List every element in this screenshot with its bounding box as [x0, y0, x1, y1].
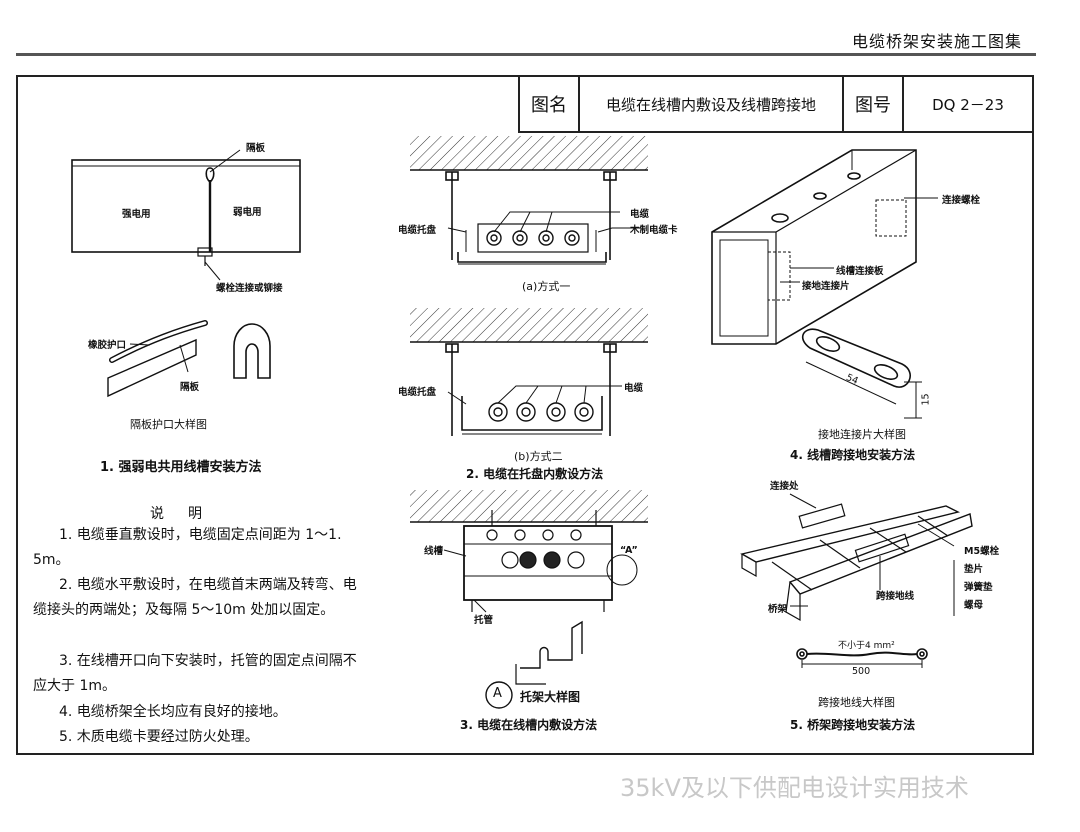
label-strong-current: 强电用: [122, 209, 151, 220]
fig4-ground-plate-detail: [801, 328, 922, 419]
title-block: 图名 电缆在线槽内敷设及线槽跨接地 图号 DQ 2－23: [518, 77, 1034, 133]
fig2-sub-a: (a)方式一: [522, 280, 571, 293]
note-3: 3. 在线槽开口向下安装时，托管的固定点间隔不应大于 1m。: [33, 653, 357, 694]
fig4-detail-caption: 接地连接片大样图: [818, 428, 906, 441]
label-cable-b: 电缆: [624, 383, 644, 394]
drawing-frame: [16, 75, 1034, 755]
fig2a-tray: [410, 136, 648, 265]
fig3-detail-caption: 托架大样图: [520, 690, 581, 704]
label-support-pipe: 托管: [474, 615, 494, 626]
label-washer: 垫片: [964, 564, 984, 575]
note-5: 5. 木质电缆卡要经过防火处理。: [59, 729, 259, 745]
label-detail-a-mark: “A”: [620, 545, 638, 556]
label-joint: 连接处: [770, 481, 799, 492]
drawing-number: DQ 2－23: [932, 95, 1004, 114]
fig3-trough: [410, 490, 648, 709]
fig4-trough-joint: [711, 149, 938, 345]
label-nut: 螺母: [964, 600, 984, 611]
fig2b-tray: [410, 308, 648, 436]
fig2-sub-b: (b)方式二: [514, 450, 563, 463]
fig5-caption: 5. 桥架跨接地安装方法: [790, 718, 916, 732]
notes-title: 说明: [150, 506, 226, 522]
fig5-jumper-detail: [796, 648, 928, 668]
fig3-caption: 3. 电缆在线槽内敷设方法: [460, 718, 598, 732]
label-spring-washer: 弹簧垫: [964, 582, 993, 593]
fig1-trough-section: [71, 149, 301, 281]
fig1-caption: 1. 强弱电共用线槽安装方法: [100, 460, 262, 475]
label-m5-bolt: M5螺栓: [964, 546, 1000, 557]
drawing-name: 电缆在线槽内敷设及线槽跨接地: [580, 77, 844, 131]
fig5-detail-caption: 跨接地线大样图: [818, 696, 895, 709]
title-name-label: 图名: [520, 77, 580, 131]
label-trough-connector-plate: 线槽连接板: [836, 266, 884, 277]
fig1-detail-caption: 隔板护口大样图: [130, 418, 207, 431]
label-bridge-tray: 桥架: [768, 604, 788, 615]
dim-wire-length: 500: [852, 666, 871, 677]
label-ground-plate: 接地连接片: [802, 281, 850, 292]
fig5-ladder-tray: [740, 493, 973, 622]
label-wood-clamp: 木制电缆卡: [630, 225, 678, 236]
fig1-guard-detail: [107, 320, 271, 398]
label-weak-current: 弱电用: [233, 207, 262, 218]
fig2-caption: 2. 电缆在托盘内敷设方法: [466, 467, 604, 481]
note-4: 4. 电缆桥架全长均应有良好的接地。: [59, 704, 287, 720]
label-cable-a: 电缆: [630, 209, 650, 220]
note-2: 2. 电缆水平敷设时，在电缆首末两端及转弯、电缆接头的两端处；及每隔 5～10m…: [33, 577, 357, 618]
label-cable-tray-a: 电缆托盘: [398, 225, 437, 236]
label-cable-tray-b: 电缆托盘: [398, 387, 437, 398]
drawing-set-title: 电缆桥架安装施工图集: [852, 32, 1023, 51]
label-jumper-wire: 跨接地线: [876, 591, 915, 602]
fig4-caption: 4. 线槽跨接地安装方法: [790, 448, 916, 462]
watermark: 35kV及以下供配电设计实用技术: [620, 774, 969, 802]
label-trough: 线槽: [424, 546, 444, 557]
dim-wire-area: 不小于4 mm²: [838, 641, 895, 651]
title-number-label: 图号: [844, 77, 904, 131]
label-partition-detail: 隔板: [180, 382, 200, 393]
label-connecting-bolt: 连接螺栓: [942, 195, 981, 206]
label-bolt-connection: 螺栓连接或铆接: [216, 283, 283, 294]
dim-plate-width: 15: [920, 393, 932, 406]
note-1: 1. 电缆垂直敷设时，电缆固定点间距为 1～1. 5m。: [33, 527, 342, 568]
label-rubber-guard: 橡胶护口: [88, 340, 127, 351]
header-rule: [16, 53, 1036, 56]
label-partition: 隔板: [246, 143, 266, 154]
detail-a-circle-letter: A: [493, 686, 502, 701]
